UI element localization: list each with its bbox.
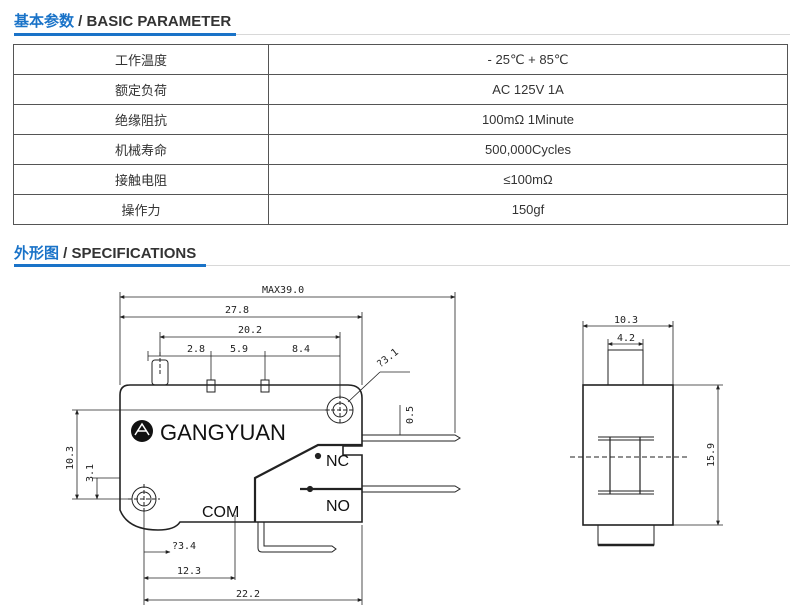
param-value: - 25℃ + 85℃ xyxy=(268,44,788,75)
specs-title-sep: / xyxy=(59,245,72,262)
param-key: 额定负荷 xyxy=(13,74,269,105)
dim-10-3: 10.3 xyxy=(65,446,76,470)
specs-divider xyxy=(14,265,790,266)
dim-20-2: 20.2 xyxy=(238,325,262,336)
dim-8-4: 8.4 xyxy=(292,344,310,355)
basic-title-cn: 基本参数 xyxy=(14,13,75,30)
param-key: 绝缘阻抗 xyxy=(13,104,269,135)
specs-title-en: SPECIFICATIONS xyxy=(71,245,197,262)
dim-5-9: 5.9 xyxy=(230,344,248,355)
dim-hole-3-1: ?3.1 xyxy=(375,347,401,371)
param-key: 工作温度 xyxy=(13,44,269,75)
dim-2-8: 2.8 xyxy=(187,344,205,355)
basic-divider xyxy=(14,34,790,35)
no-label: NO xyxy=(326,498,350,515)
dim-hole-3-4: ?3.4 xyxy=(172,541,196,552)
param-value: 150gf xyxy=(268,194,788,225)
dim-side-10-3: 10.3 xyxy=(614,315,638,326)
basic-title-sep: / xyxy=(74,13,87,30)
dim-side-15-9: 15.9 xyxy=(706,443,717,467)
specs-title-cn: 外形图 xyxy=(14,245,60,262)
nc-label: NC xyxy=(326,453,349,470)
param-key: 接触电阻 xyxy=(13,164,269,195)
table-row: 接触电阻≤100mΩ xyxy=(13,164,788,195)
brand-logo xyxy=(131,420,153,442)
dim-max-length: MAX39.0 xyxy=(262,285,304,296)
specifications-heading: 外形图 / SPECIFICATIONS xyxy=(14,242,196,263)
dim-0-5: 0.5 xyxy=(405,406,416,424)
front-dimensions xyxy=(72,292,456,605)
side-dimensions xyxy=(582,321,723,526)
brand-name: GANGYUAN xyxy=(160,420,286,445)
param-key: 操作力 xyxy=(13,194,269,225)
basic-parameter-heading: 基本参数 / BASIC PARAMETER xyxy=(14,10,231,31)
dim-side-4-2: 4.2 xyxy=(617,333,635,344)
param-key: 机械寿命 xyxy=(13,134,269,165)
dim-27-8: 27.8 xyxy=(225,305,249,316)
param-value: 100mΩ 1Minute xyxy=(268,104,788,135)
contact-lever xyxy=(253,443,362,522)
param-value: ≤100mΩ xyxy=(268,164,788,195)
terminals xyxy=(257,434,461,553)
side-view xyxy=(570,349,690,547)
basic-divider-accent xyxy=(14,33,236,36)
com-label: COM xyxy=(202,504,239,521)
basic-title-en: BASIC PARAMETER xyxy=(86,13,232,30)
specs-divider-accent xyxy=(14,264,206,267)
param-value: AC 125V 1A xyxy=(268,74,788,105)
dim-12-3: 12.3 xyxy=(177,566,201,577)
dim-22-2: 22.2 xyxy=(236,589,260,600)
param-value: 500,000Cycles xyxy=(268,134,788,165)
dimension-drawing: GANGYUAN NC NO COM MAX39.0 27.8 20.2 2.8… xyxy=(65,285,723,605)
table-row: 工作温度- 25℃ + 85℃ xyxy=(13,44,788,75)
dim-3-1: 3.1 xyxy=(85,464,96,482)
